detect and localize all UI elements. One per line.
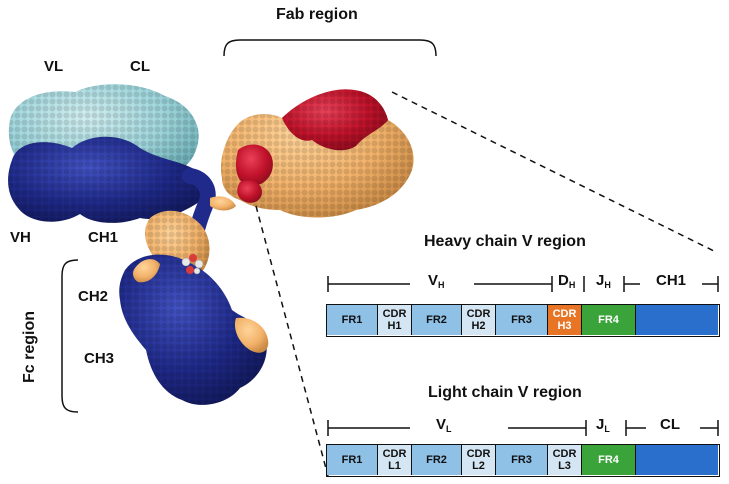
heavy-segment-j-sub: H: [604, 280, 611, 290]
light-region-fr3-text: FR3: [511, 454, 532, 466]
light-region-fr4: FR4: [582, 445, 636, 475]
heavy-chain-title: Heavy chain V region: [424, 233, 586, 250]
light-region-fr3: FR3: [496, 445, 548, 475]
fc-region-structure: [119, 254, 269, 405]
light-segment-v-main: V: [436, 416, 447, 433]
heavy-region-cdr-h2-line1: CDR: [466, 308, 491, 320]
heavy-region-fr3-text: FR3: [511, 314, 532, 326]
right-fab-structure: [210, 89, 414, 218]
cl-label: CL: [130, 58, 150, 75]
light-region-cdr-l1-line2: L1: [388, 460, 401, 472]
heavy-region-fr2-text: FR2: [426, 314, 447, 326]
ch3-label: CH3: [84, 350, 115, 367]
light-segment-v-sub: L: [446, 424, 452, 434]
fc-region-bracket: [61, 259, 79, 413]
heavy-region-fr1-text: FR1: [341, 314, 363, 326]
light-region-cdr-l2-line2: L2: [472, 460, 485, 472]
fab-region-label: Fab region: [276, 6, 358, 23]
vl-label: VL: [44, 58, 64, 75]
heavy-region-cdr-h2-line2: H2: [471, 320, 486, 332]
light-region-cdr-l3-line2: L3: [558, 460, 571, 472]
heavy-chain-ruler: [327, 276, 719, 292]
fc-region-label: Fc region: [21, 311, 38, 384]
heavy-projection-line: [391, 91, 717, 253]
heavy-region-fr1: FR1: [327, 305, 378, 335]
left-fab-heavy-chain: [8, 136, 216, 258]
heavy-region-fr3: FR3: [496, 305, 548, 335]
heavy-segment-v-main: V: [428, 272, 439, 289]
light-segment-v: VL: [436, 416, 452, 434]
light-region-cdr-l3-line1: CDR: [552, 448, 577, 460]
light-segment-j: JL: [596, 416, 610, 434]
light-region-fr1-text: FR1: [341, 454, 363, 466]
light-region-cl-constant: [636, 445, 718, 475]
heavy-segment-d-sub: H: [568, 280, 576, 290]
heavy-region-fr4-text: FR4: [598, 314, 619, 326]
heavy-region-fr2: FR2: [412, 305, 462, 335]
heavy-region-cdr-h1-line1: CDR: [382, 308, 407, 320]
heavy-region-ch1-constant: [636, 305, 718, 335]
light-segment-j-main: J: [596, 416, 605, 433]
light-chain-title: Light chain V region: [428, 384, 582, 401]
light-segment-cl: CL: [660, 416, 680, 433]
heavy-region-cdr-h3-line1: CDR: [552, 308, 577, 320]
heavy-region-cdr-h3-line2: H3: [557, 320, 572, 332]
heavy-segment-d-main: D: [558, 272, 569, 289]
fab-region-bracket: [223, 39, 437, 57]
light-region-fr2-text: FR2: [426, 454, 447, 466]
heavy-segment-d: DH: [558, 272, 575, 290]
light-region-cdr-l1-line1: CDR: [382, 448, 407, 460]
heavy-segment-v-sub: H: [438, 280, 445, 290]
glycan-sticks: [181, 254, 204, 275]
heavy-segment-ch1: CH1: [656, 272, 687, 289]
heavy-segment-j-main: J: [596, 272, 605, 289]
heavy-segment-v: VH: [428, 272, 445, 290]
light-chain-ruler: [327, 420, 719, 436]
light-region-fr4-text: FR4: [598, 454, 619, 466]
heavy-region-cdr-h1-line2: H1: [387, 320, 402, 332]
ch1-label: CH1: [88, 229, 119, 246]
light-region-cdr-l2-line1: CDR: [466, 448, 491, 460]
heavy-region-fr4: FR4: [582, 305, 636, 335]
light-projection-line: [255, 205, 329, 477]
light-region-fr2: FR2: [412, 445, 462, 475]
light-region-fr1: FR1: [327, 445, 378, 475]
vh-label: VH: [10, 229, 31, 246]
light-segment-j-sub: L: [604, 424, 610, 434]
heavy-segment-j: JH: [596, 272, 611, 290]
ch2-label: CH2: [78, 288, 109, 305]
